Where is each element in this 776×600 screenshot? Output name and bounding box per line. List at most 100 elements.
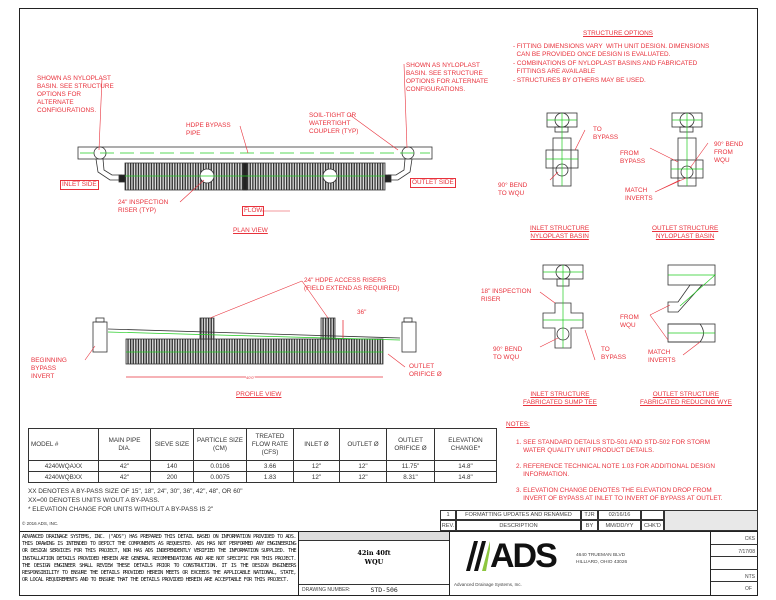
from-bypass-label: FROM BYPASS bbox=[620, 150, 646, 165]
rev-header: DESCRIPTION bbox=[456, 520, 581, 531]
header-cell: TREATED FLOW RATE (CFS) bbox=[246, 428, 294, 461]
footnote: XX=00 DENOTES UNITS W/OUT A BY-PASS. bbox=[28, 497, 160, 504]
drawing-date: 7/17/08 bbox=[711, 545, 758, 558]
drawing-title-box: 42in 40ft WQU DRAWING NUMBER: STD-506 bbox=[298, 532, 450, 595]
cell: 0.0075 bbox=[193, 471, 247, 483]
bend-to-wqu-label: 90° BEND TO WQU bbox=[498, 182, 528, 197]
cell: 42" bbox=[98, 460, 151, 472]
header-cell: SIEVE SIZE bbox=[150, 428, 194, 461]
rev-checked bbox=[641, 510, 664, 520]
outlet-nyloplast-title: OUTLET STRUCTURE NYLOPLAST BASIN bbox=[652, 225, 719, 240]
cell: 4240WQAXX bbox=[28, 460, 99, 472]
disclaimer: ADVANCED DRAINAGE SYSTEMS, INC. ("ADS") … bbox=[22, 534, 297, 584]
inlet-nyloplast-title: INLET STRUCTURE NYLOPLAST BASIN bbox=[530, 225, 590, 240]
cell: 12" bbox=[339, 471, 387, 483]
rev-by: TJR bbox=[581, 510, 598, 520]
access-risers-label: 24" HDPE ACCESS RISERS (FIELD EXTEND AS … bbox=[304, 277, 400, 292]
leader-lines bbox=[84, 63, 709, 368]
rev-date: 02/16/16 bbox=[598, 510, 641, 520]
cell: 4240WQBXX bbox=[28, 471, 99, 483]
cell: 14.8" bbox=[434, 460, 497, 472]
header-cell: MAIN PIPE DIA. bbox=[98, 428, 151, 461]
footnote: XX DENOTES A BY-PASS SIZE OF 15", 18", 2… bbox=[28, 488, 243, 495]
note-item: 1. SEE STANDARD DETAILS STD-501 AND STD-… bbox=[516, 439, 710, 454]
flow-label: FLOW bbox=[242, 206, 265, 216]
bypass-invert-label: BEGINNING BYPASS INVERT bbox=[31, 357, 67, 380]
notes-title: NOTES: bbox=[506, 421, 530, 428]
profile-view-title: PROFILE VIEW bbox=[236, 391, 282, 398]
cell: 14.8" bbox=[434, 471, 497, 483]
company-name: Advanced Drainage Systems, Inc. bbox=[454, 582, 522, 587]
sheet-info: CKS 7/17/08 NTS OF bbox=[710, 532, 758, 595]
wye-from-wqu-label: FROM WQU bbox=[620, 314, 639, 329]
sheet: OF bbox=[745, 586, 752, 593]
profile-view-drawing bbox=[92, 317, 417, 378]
rev-header: MM/DD/YY bbox=[598, 520, 641, 531]
cell: 140 bbox=[150, 460, 194, 472]
outlet-orifice-label: OUTLET ORIFICE Ø bbox=[409, 363, 442, 378]
ads-logo: ADS bbox=[460, 537, 558, 575]
cell: 12" bbox=[339, 460, 387, 472]
rev-number: 1 bbox=[440, 510, 456, 520]
drawing-number: STD-506 bbox=[370, 586, 398, 594]
header-cell: OUTLET Ø bbox=[339, 428, 387, 461]
model-spec-table: MODEL # MAIN PIPE DIA. SIEVE SIZE PARTIC… bbox=[28, 428, 497, 483]
match-inverts-label: MATCH INVERTS bbox=[625, 187, 653, 202]
structure-option-bullet: - COMBINATIONS OF NYLOPLAST BASINS AND F… bbox=[513, 60, 698, 75]
rev-header: REV. bbox=[440, 520, 456, 531]
logo-text: ADS bbox=[490, 537, 558, 575]
cell: 12" bbox=[293, 460, 340, 472]
rev-header: BY bbox=[581, 520, 598, 531]
bend-from-wqu-label: 90° BEND FROM WQU bbox=[714, 141, 744, 164]
cell: 3.66 bbox=[246, 460, 294, 472]
drawing-title: 42in 40ft WQU bbox=[357, 549, 391, 566]
note-item: 2. REFERENCE TECHNICAL NOTE 1.03 FOR ADD… bbox=[516, 463, 715, 478]
outlet-basin-callout: SHOWN AS NYLOPLAST BASIN. SEE STRUCTURE … bbox=[406, 62, 489, 93]
header-cell: OUTLET ORIFICE Ø bbox=[386, 428, 435, 461]
rev-header: CHK'D bbox=[641, 520, 664, 531]
inlet-basin-callout: SHOWN AS NYLOPLAST BASIN. SEE STRUCTURE … bbox=[37, 75, 114, 114]
header-cell: MODEL # bbox=[28, 428, 99, 461]
wye-match-inverts-label: MATCH INVERTS bbox=[648, 349, 676, 364]
centerlines bbox=[80, 113, 716, 353]
cell: 42" bbox=[98, 471, 151, 483]
sump-bend-label: 90° BEND TO WQU bbox=[493, 346, 523, 361]
footnote: * ELEVATION CHANGE FOR UNITS WITHOUT A B… bbox=[28, 506, 214, 513]
header-cell: PARTICLE SIZE (CM) bbox=[193, 428, 247, 461]
cell: 8.31" bbox=[386, 471, 435, 483]
outlet-side-label: OUTLET SIDE bbox=[410, 178, 456, 188]
sump-riser-label: 18" INSPECTION RISER bbox=[481, 288, 532, 303]
inlet-sump-title: INLET STRUCTURE FABRICATED SUMP TEE bbox=[523, 391, 597, 406]
length-dim: 40'0" bbox=[246, 374, 255, 382]
cell: 200 bbox=[150, 471, 194, 483]
table-header-row: MODEL # MAIN PIPE DIA. SIEVE SIZE PARTIC… bbox=[28, 428, 497, 461]
plan-view-drawing bbox=[77, 146, 433, 191]
scale: NTS bbox=[711, 570, 758, 583]
cell: 0.0106 bbox=[193, 460, 247, 472]
rev-description: FORMATTING UPDATES AND RENAMED bbox=[456, 510, 581, 520]
sump-to-bypass-label: TO BYPASS bbox=[601, 346, 627, 361]
plan-view-title: PLAN VIEW bbox=[233, 227, 268, 234]
riser-height-dim: 36" bbox=[357, 309, 367, 316]
to-bypass-label: TO BYPASS bbox=[593, 126, 619, 141]
inlet-side-label: INLET SIDE bbox=[60, 180, 99, 190]
structure-option-bullet: - FITTING DIMENSIONS VARY WITH UNIT DESI… bbox=[513, 43, 710, 58]
cell: 1.83 bbox=[246, 471, 294, 483]
outlet-wye-title: OUTLET STRUCTURE FABRICATED REDUCING WYE bbox=[640, 391, 732, 406]
company-address: 4640 TRUEMAN BLVD HILLIARD, OHIO 43026 bbox=[576, 553, 628, 565]
coupler-label: SOIL-TIGHT OR WATERTIGHT COUPLER (TYP) bbox=[309, 112, 359, 135]
note-item: 3. ELEVATION CHANGE DENOTES THE ELEVATIO… bbox=[516, 487, 723, 502]
structure-options-title: STRUCTURE OPTIONS bbox=[583, 30, 653, 37]
logo-slashes-icon bbox=[466, 541, 490, 571]
copyright: © 2016 ADS, INC. bbox=[22, 521, 59, 526]
divider bbox=[19, 531, 758, 532]
company-box: ADS Advanced Drainage Systems, Inc. 4640… bbox=[449, 532, 710, 595]
header-cell: ELEVATION CHANGE* bbox=[434, 428, 497, 461]
structure-option-bullet: - STRUCTURES BY OTHERS MAY BE USED. bbox=[513, 77, 646, 84]
drawing-frame bbox=[19, 8, 758, 596]
bypass-pipe-label: HDPE BYPASS PIPE bbox=[186, 122, 231, 137]
header-cell: INLET Ø bbox=[293, 428, 340, 461]
